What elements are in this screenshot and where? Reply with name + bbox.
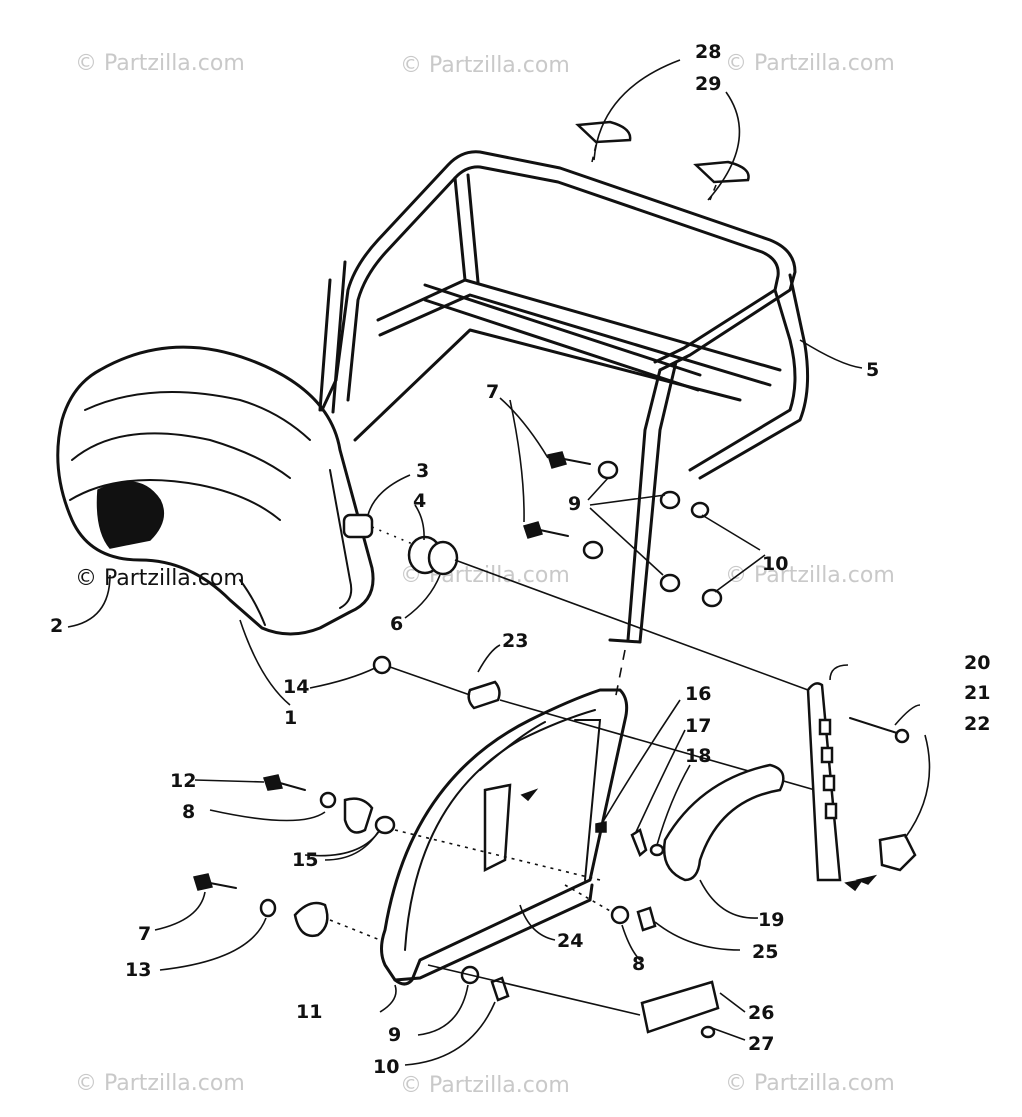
small-hardware [595,699,691,858]
callout-1: 1 [284,707,297,729]
callout-19: 19 [758,909,784,931]
callout-24: 24 [557,930,583,952]
callout-15: 15 [292,849,318,871]
leaders [67,339,863,857]
adjuster-strap [662,664,931,919]
callout-14: 14 [283,676,309,698]
callout-10: 10 [373,1056,399,1078]
callout-17: 17 [685,715,711,737]
callout-22: 22 [964,713,990,735]
spacer-and-washers [342,513,809,691]
callout-9: 9 [388,1024,401,1046]
callout-7: 7 [138,923,151,945]
callout-16: 16 [685,683,711,705]
callouts: 28 29 5 7 3 4 9 10 2 6 23 20 14 16 21 1 … [50,41,990,1078]
callout-7: 7 [486,381,499,403]
callout-12: 12 [170,770,196,792]
callout-3: 3 [416,460,429,482]
watermark: © Partzilla.com [400,53,570,78]
callout-21: 21 [964,682,990,704]
callout-8: 8 [182,801,195,823]
callout-11: 11 [296,1001,322,1023]
watermark-dark: © Partzilla.com [75,566,245,591]
callout-6: 6 [390,613,403,635]
callout-2: 2 [50,615,63,637]
callout-8: 8 [632,953,645,975]
watermark: © Partzilla.com [725,563,895,588]
callout-18: 18 [685,745,711,767]
upper-fasteners [499,397,766,608]
watermark: © Partzilla.com [400,1073,570,1098]
callout-25: 25 [752,941,778,963]
callout-23: 23 [502,630,528,652]
end-caps [575,59,750,201]
bottom-fasteners [379,878,864,1066]
callout-26: 26 [748,1002,774,1024]
watermark: © Partzilla.com [75,51,245,76]
hitch-bracket [380,688,629,986]
watermark: © Partzilla.com [725,1071,895,1096]
rack-frame [318,150,810,701]
callout-29: 29 [695,73,721,95]
callout-20: 20 [964,652,990,674]
callout-4: 4 [413,490,426,512]
callout-27: 27 [748,1033,774,1055]
callout-13: 13 [125,959,151,981]
fender [56,345,375,636]
right-lower-fasteners [519,884,741,961]
watermark: © Partzilla.com [725,51,895,76]
callout-9: 9 [568,493,581,515]
callout-5: 5 [866,359,879,381]
callout-10: 10 [762,553,788,575]
watermarks: © Partzilla.com © Partzilla.com © Partzi… [75,51,895,1098]
callout-28: 28 [695,41,721,63]
watermark: © Partzilla.com [75,1071,245,1096]
left-fasteners [154,774,601,971]
